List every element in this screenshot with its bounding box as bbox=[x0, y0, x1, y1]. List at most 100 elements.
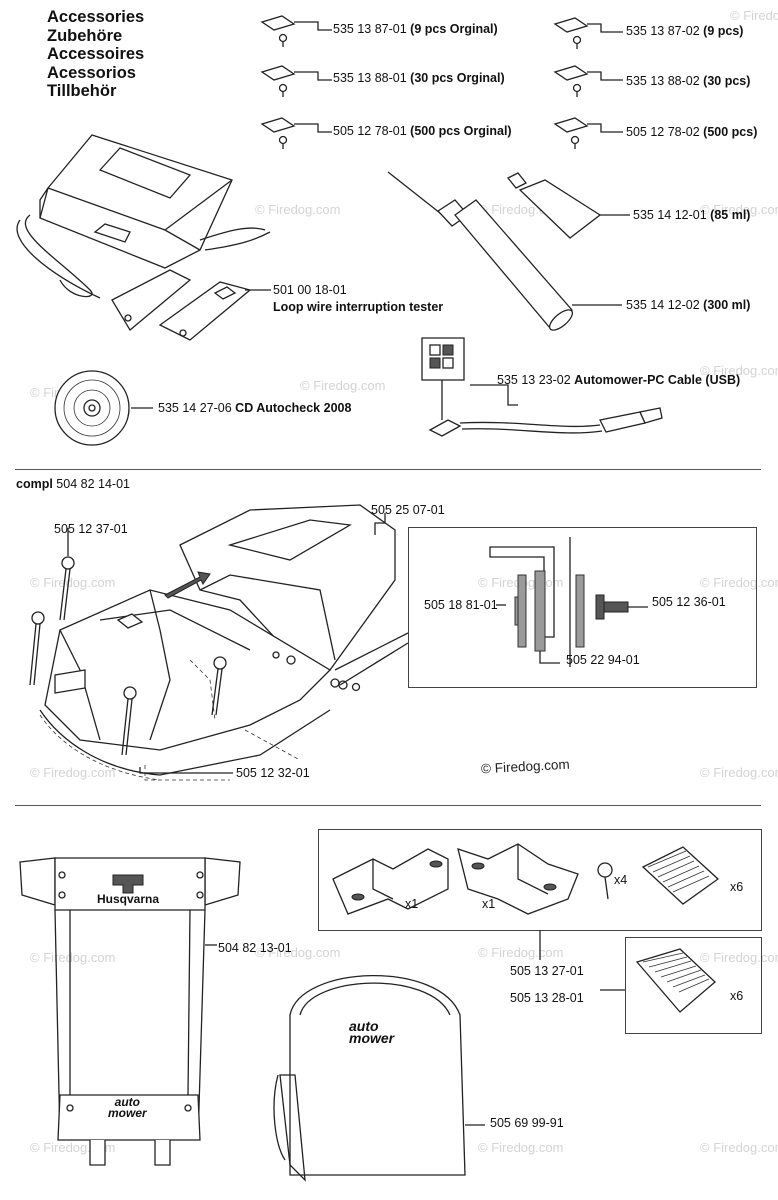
part-label-grease-300: 535 14 12-02 (300 ml) bbox=[626, 298, 750, 312]
part-label-tester: 501 00 18-01 Loop wire interruption test… bbox=[273, 283, 443, 314]
compl-word: compl bbox=[16, 477, 53, 491]
part-description: (9 pcs) bbox=[703, 24, 744, 38]
title-es: Acessorios bbox=[47, 63, 136, 82]
clip-500-drawing bbox=[553, 117, 623, 149]
product-logo-line1: auto bbox=[349, 1018, 379, 1034]
compl-label: compl 504 82 14-01 bbox=[16, 477, 130, 491]
part-label-bracket-a: 505 13 27-01 bbox=[510, 964, 584, 978]
watermark: © Firedog.com bbox=[255, 945, 341, 960]
part-number: 535 14 27-06 bbox=[158, 401, 232, 415]
part-label-wall-kit: 504 82 13-01 bbox=[218, 941, 292, 955]
part-label-screw-long: 505 12 37-01 bbox=[54, 522, 128, 536]
clip-500-orig-drawing bbox=[260, 117, 332, 149]
part-label-cover-top: 505 25 07-01 bbox=[371, 503, 445, 517]
qty-x4: x4 bbox=[614, 873, 628, 887]
watermark: © Firedog.com bbox=[30, 575, 116, 590]
watermark: © Firedog.com bbox=[700, 575, 778, 590]
compl-number: 504 82 14-01 bbox=[56, 477, 130, 491]
part-number: 535 14 12-02 bbox=[626, 298, 700, 312]
part-number: 535 14 12-01 bbox=[633, 208, 707, 222]
product-logo-line2: mower bbox=[108, 1106, 147, 1120]
cover-drawing bbox=[39, 504, 396, 781]
watermark: © Firedog.com bbox=[478, 1140, 564, 1155]
title-en: Accessories bbox=[47, 8, 145, 26]
title-block: Accessories Zubehöre Accessoires Acessor… bbox=[47, 8, 144, 101]
watermark: © Firedog.com bbox=[700, 202, 778, 217]
watermark: © Firedog.com bbox=[730, 8, 778, 23]
part-description: (30 pcs) bbox=[703, 74, 751, 88]
part-description: (500 pcs) bbox=[703, 125, 758, 139]
watermark: © Firedog.com bbox=[255, 202, 341, 217]
part-label-clip-30: 535 13 88-02 (30 pcs) bbox=[626, 74, 750, 88]
part-label-clip-30-orig: 535 13 88-01 (30 pcs Orginal) bbox=[333, 71, 505, 85]
part-number: 535 13 23-02 bbox=[497, 373, 571, 387]
watermark: © Firedog.com bbox=[478, 945, 564, 960]
part-description: CD Autocheck 2008 bbox=[235, 401, 352, 415]
watermark: © Firedog.com bbox=[700, 1140, 778, 1155]
title-fr: Accessoires bbox=[47, 45, 145, 63]
part-label-clip-500-orig: 505 12 78-01 (500 pcs Orginal) bbox=[333, 124, 512, 138]
charging-station-cover-drawing bbox=[19, 857, 241, 1166]
part-number: 505 12 78-02 bbox=[626, 125, 700, 139]
part-label-clip-500: 505 12 78-02 (500 pcs) bbox=[626, 125, 757, 139]
brackets-drawing bbox=[332, 843, 720, 915]
watermark: © Firedog.com bbox=[300, 378, 386, 393]
screws-drawing bbox=[29, 556, 361, 756]
tester-case-drawing bbox=[16, 134, 271, 341]
part-description: Loop wire interruption tester bbox=[273, 300, 444, 314]
accessories-drawing bbox=[16, 15, 663, 446]
part-label-bolt: 505 12 36-01 bbox=[652, 595, 726, 609]
part-number: 505 12 78-01 bbox=[333, 124, 407, 138]
part-label-bag: 505 69 99-91 bbox=[490, 1116, 564, 1130]
part-description: (500 pcs Orginal) bbox=[410, 124, 512, 138]
part-description: Automower-PC Cable (USB) bbox=[574, 373, 741, 387]
part-number: 535 13 87-02 bbox=[626, 24, 700, 38]
watermark: © Firedog.com bbox=[30, 765, 116, 780]
watermark: © Firedog.com bbox=[700, 765, 778, 780]
part-label-clip-9: 535 13 87-02 (9 pcs) bbox=[626, 24, 743, 38]
part-label-pc-cable: 535 13 23-02 Automower-PC Cable (USB) bbox=[497, 373, 740, 387]
watermark: © Firedog.com bbox=[700, 363, 778, 378]
part-label-bracket-b: 505 13 28-01 bbox=[510, 991, 584, 1005]
brush-box bbox=[625, 937, 762, 1034]
qty-x6-bottom: x6 bbox=[730, 989, 744, 1003]
detail-box bbox=[408, 527, 757, 688]
product-logo-bag: auto mower bbox=[349, 1018, 395, 1046]
part-label-body: 505 12 32-01 bbox=[236, 766, 310, 780]
product-logo-cover: auto mower bbox=[108, 1096, 147, 1120]
part-label-grease-85: 535 14 12-01 (85 ml) bbox=[633, 208, 750, 222]
part-description: (300 ml) bbox=[703, 298, 751, 312]
part-label-spacer: 505 22 94-01 bbox=[566, 653, 640, 667]
carry-bag-drawing bbox=[273, 974, 485, 1182]
clip-9-orig-drawing bbox=[260, 15, 332, 47]
grease-tube-drawing bbox=[506, 172, 630, 239]
brush-drawing bbox=[635, 948, 716, 1013]
clip-30-drawing bbox=[553, 65, 623, 97]
part-number: 501 00 18-01 bbox=[273, 283, 347, 297]
grease-cartridge-drawing bbox=[387, 171, 622, 331]
title-sv: Tillbehör bbox=[47, 82, 117, 100]
part-number: 535 13 87-01 bbox=[333, 22, 407, 36]
part-label-washer: 505 18 81-01 bbox=[424, 598, 498, 612]
watermark: © Firedog.com bbox=[700, 950, 778, 965]
part-description: (30 pcs Orginal) bbox=[410, 71, 505, 85]
clip-9-drawing bbox=[553, 17, 623, 49]
pc-cable-drawing bbox=[421, 337, 663, 437]
part-label-cd: 535 14 27-06 CD Autocheck 2008 bbox=[158, 401, 351, 415]
watermark: © Firedog.com bbox=[30, 950, 116, 965]
section-divider bbox=[15, 469, 761, 470]
cd-drawing bbox=[54, 370, 153, 446]
detail-drawing bbox=[489, 537, 648, 667]
qty-x1-right: x1 bbox=[482, 897, 496, 911]
part-number: 535 13 88-01 bbox=[333, 71, 407, 85]
part-description: (9 pcs Orginal) bbox=[410, 22, 498, 36]
section-divider bbox=[15, 805, 761, 806]
cover-assembly-drawing bbox=[29, 504, 409, 781]
product-logo-line2: mower bbox=[349, 1030, 395, 1046]
part-number: 535 13 88-02 bbox=[626, 74, 700, 88]
qty-x6-top: x6 bbox=[730, 880, 744, 894]
clip-30-orig-drawing bbox=[260, 65, 332, 97]
qty-x1-left: x1 bbox=[405, 897, 419, 911]
brand-logo: Husqvarna bbox=[97, 892, 160, 906]
part-description: (85 ml) bbox=[710, 208, 751, 222]
